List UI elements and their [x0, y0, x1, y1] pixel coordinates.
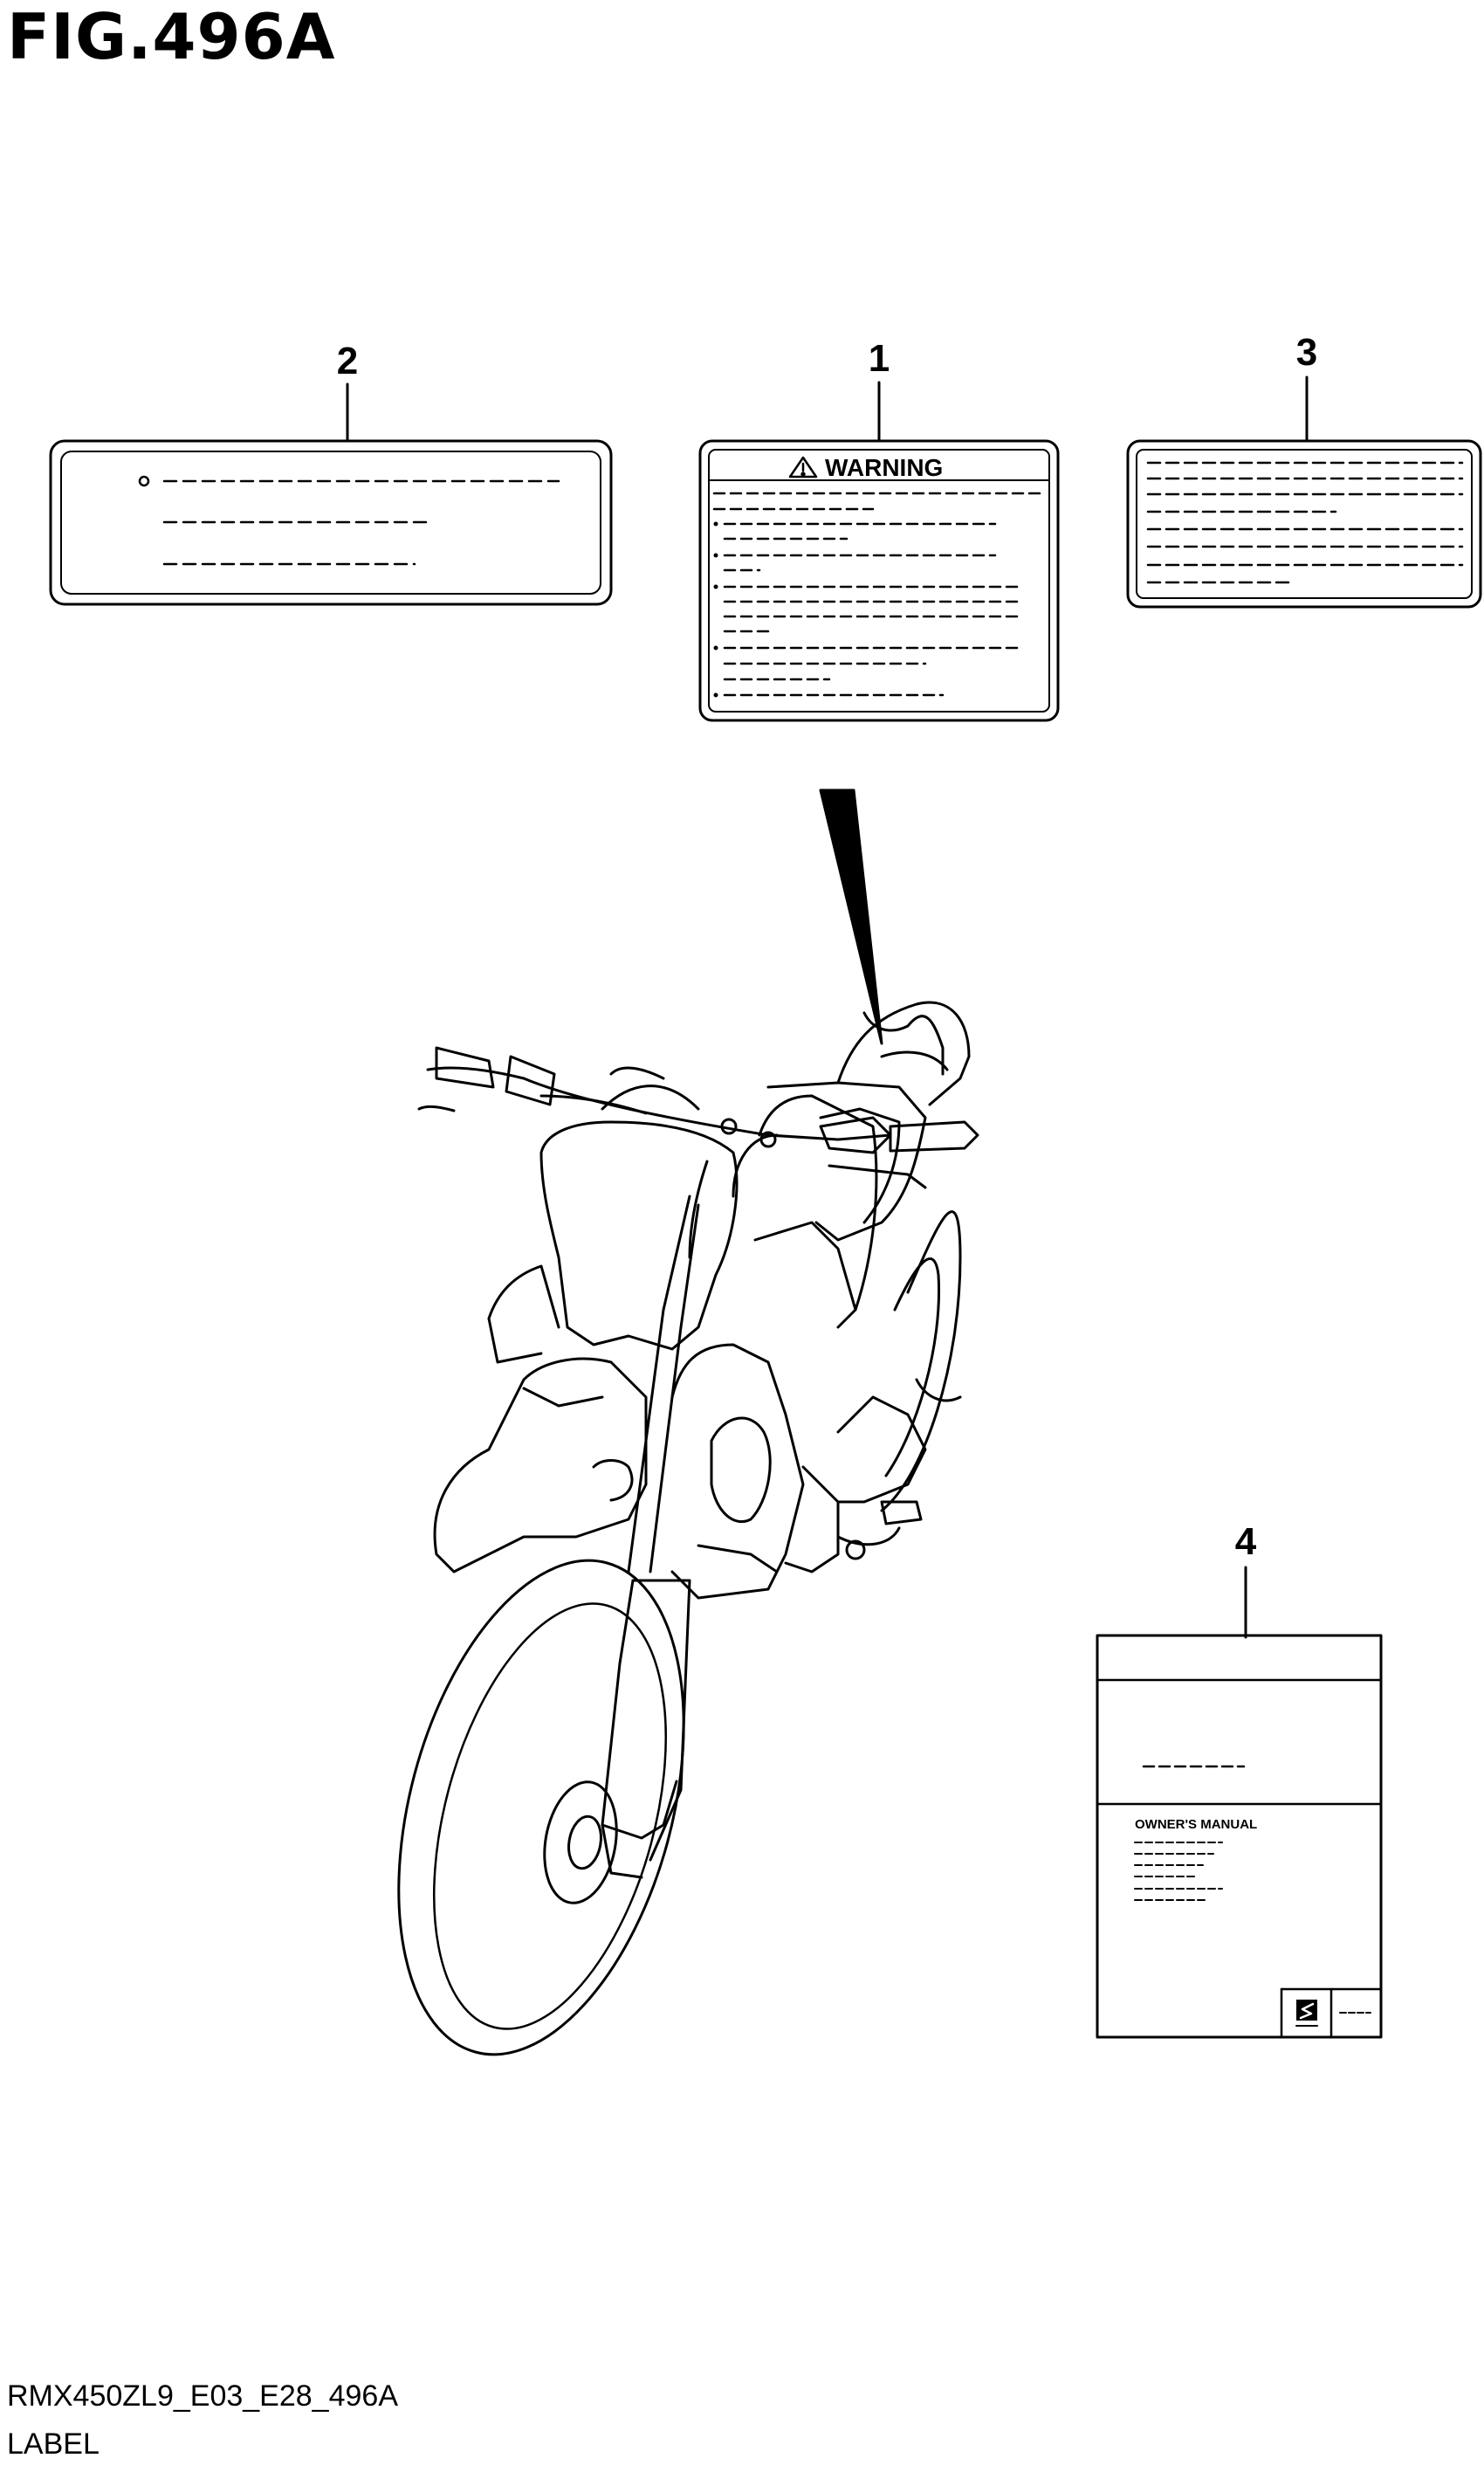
- suzuki-s-logo-icon: [1295, 2000, 1318, 2027]
- callout-4[interactable]: 4: [1235, 1520, 1257, 1639]
- figure-code: RMX450ZL9_E03_E28_496A: [7, 2379, 398, 2413]
- callout-2[interactable]: 2: [337, 340, 358, 443]
- label-pointer: [819, 788, 883, 1045]
- svg-text:1: 1: [869, 337, 890, 380]
- svg-text:3: 3: [1296, 331, 1317, 374]
- label-1[interactable]: WARNING: [698, 439, 1060, 722]
- manual-title: OWNER'S MANUAL: [1135, 1817, 1257, 1832]
- svg-text:4: 4: [1235, 1520, 1257, 1563]
- warning-triangle-icon: [788, 456, 818, 479]
- callout-3[interactable]: 3: [1296, 331, 1317, 443]
- callout-1[interactable]: 1: [869, 337, 890, 443]
- bullet-icon: [138, 475, 150, 487]
- figure-caption: LABEL: [7, 2427, 100, 2461]
- label-2[interactable]: [49, 439, 613, 606]
- label-3[interactable]: [1126, 439, 1482, 609]
- motorcycle-illustration: [397, 788, 979, 2056]
- warning-header: WARNING: [825, 454, 943, 481]
- figure-title: FIG.496A: [7, 0, 336, 73]
- owners-manual[interactable]: OWNER'S MANUAL: [1096, 1634, 1383, 2039]
- svg-text:2: 2: [337, 340, 358, 382]
